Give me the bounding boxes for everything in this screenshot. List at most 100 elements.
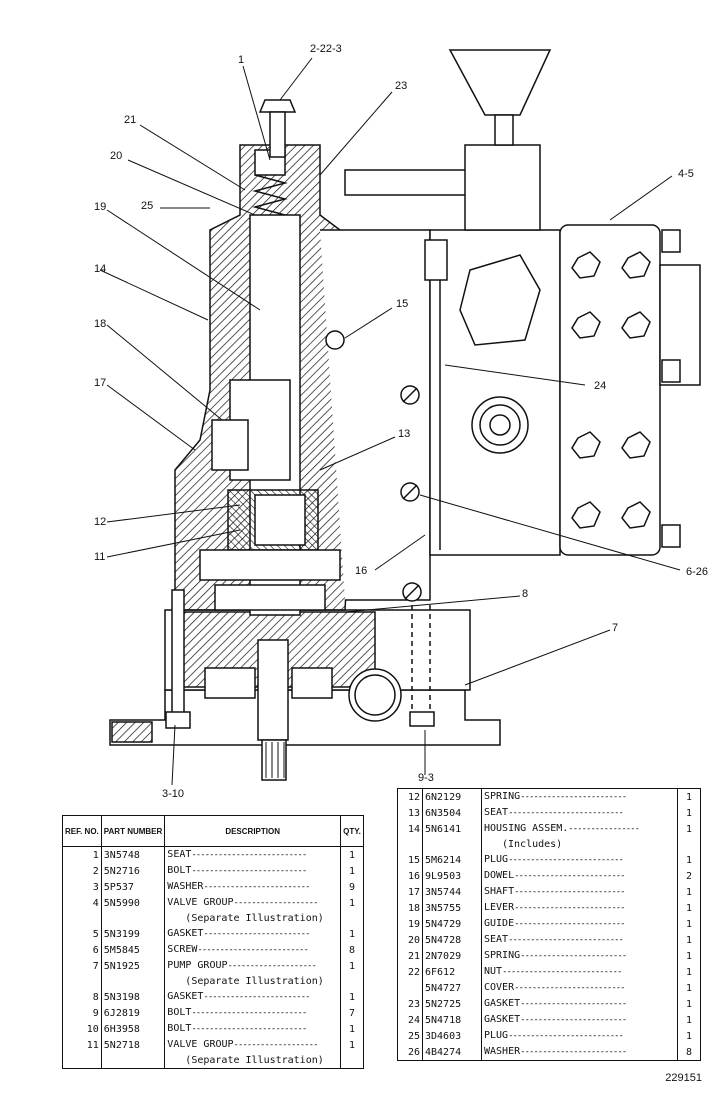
- qty-cell: 1: [348, 849, 356, 861]
- leader-dashes: ------------------------: [520, 999, 627, 1009]
- ref-no-cell: 25: [397, 1028, 423, 1044]
- qty-cell: 1: [348, 1023, 356, 1035]
- leader-dashes: --------------------------: [191, 850, 307, 860]
- ref-no-cell: 3: [62, 879, 102, 895]
- qty-cell: 1: [685, 791, 693, 803]
- description-cell: BOLT--------------------------: [164, 863, 341, 879]
- qty-cell: 1: [685, 934, 693, 946]
- leader-dashes: ------------------------: [520, 951, 627, 961]
- ref-no-cell: 24: [397, 1012, 423, 1028]
- callout-label: 15: [396, 298, 409, 310]
- description-cell: PLUG--------------------------: [481, 1028, 678, 1044]
- leader-dashes: ------------------------: [520, 792, 627, 802]
- description-cell: NUT---------------------------: [481, 964, 678, 980]
- description-cell: GASKET------------------------: [481, 1012, 678, 1028]
- qty-cell: 1: [685, 823, 693, 835]
- ref-no-cell: 18: [397, 900, 423, 916]
- ref-no-cell: 11: [62, 1037, 102, 1053]
- description-cell: PLUG--------------------------: [481, 852, 678, 868]
- qty-cell: 7: [348, 1007, 356, 1019]
- description-cell: GASKET------------------------: [164, 926, 341, 942]
- description-cell: SPRING------------------------: [481, 948, 678, 964]
- part-number-cell: 5N4727: [422, 980, 482, 996]
- qty-cell: 1: [685, 854, 693, 866]
- description-cell: SHAFT-------------------------: [481, 884, 678, 900]
- callout-label: 16: [355, 565, 368, 577]
- part-number-cell: 4B4274: [422, 1044, 482, 1061]
- ref-no-cell: 8: [62, 989, 102, 1005]
- part-number-cell: 6N2129: [422, 788, 482, 805]
- leader-dashes: --------------------------: [191, 1008, 307, 1018]
- description-cell: HOUSING ASSEM.----------------: [481, 821, 678, 837]
- qty-cell: 1: [348, 865, 356, 877]
- leader-dashes: --------------------------: [191, 866, 307, 876]
- callout-label: 13: [398, 428, 411, 440]
- part-number-cell: [422, 837, 482, 852]
- ref-no-cell: 22: [397, 964, 423, 980]
- qty-cell: 1: [348, 1039, 356, 1051]
- description-cell: DOWEL-------------------------: [481, 868, 678, 884]
- description-cell: (Includes): [481, 837, 678, 852]
- callout-label: 7: [612, 622, 619, 634]
- leader-dashes: -------------------------: [514, 871, 625, 881]
- leader-dashes: ------------------------: [203, 882, 310, 892]
- leader-dashes: --------------------------: [508, 935, 624, 945]
- part-number-cell: 5M5845: [101, 942, 166, 958]
- description-cell: SEAT--------------------------: [481, 805, 678, 821]
- qty-cell: 1: [348, 928, 356, 940]
- callout-label: 18: [94, 318, 107, 330]
- leader-dashes: -------------------------: [514, 887, 625, 897]
- callout-label: 2-22-3: [310, 43, 342, 55]
- qty-cell: 9: [348, 881, 356, 893]
- qty-cell: 1: [685, 982, 693, 994]
- ref-no-cell: 15: [397, 852, 423, 868]
- part-number-cell: 5N2716: [101, 863, 166, 879]
- qty-cell: 8: [348, 944, 356, 956]
- ref-no-cell: 20: [397, 932, 423, 948]
- callout-label: 11: [94, 551, 106, 563]
- table-row: (Separate Illustration): [62, 974, 364, 989]
- part-number-cell: 5N3199: [101, 926, 166, 942]
- callout-label: 14: [94, 263, 107, 275]
- description-cell: VALVE GROUP-------------------: [164, 1037, 341, 1053]
- table-row: (Separate Illustration): [62, 1053, 364, 1069]
- callout-label: 23: [395, 80, 408, 92]
- qty-cell: 2: [685, 870, 693, 882]
- part-number-cell: 5N6141: [422, 821, 482, 837]
- table-row: (Includes): [397, 837, 701, 852]
- ref-no-cell: 10: [62, 1021, 102, 1037]
- description-cell: LEVER-------------------------: [481, 900, 678, 916]
- qty-cell: 1: [685, 950, 693, 962]
- ref-no-cell: [62, 974, 102, 989]
- qty-cell: [341, 1053, 364, 1069]
- description-cell: SPRING------------------------: [481, 788, 678, 805]
- ref-no-cell: 19: [397, 916, 423, 932]
- part-number-cell: 5N4718: [422, 1012, 482, 1028]
- part-number-cell: 3N5748: [101, 846, 166, 863]
- drawing-number: 229151: [665, 1072, 702, 1084]
- part-number-cell: 5N5990: [101, 895, 166, 911]
- qty-cell: 1: [685, 1030, 693, 1042]
- part-number-header: PART NUMBER: [101, 815, 166, 847]
- callout-label: 17: [94, 377, 107, 389]
- qty-cell: 1: [348, 897, 356, 909]
- part-number-cell: [101, 974, 166, 989]
